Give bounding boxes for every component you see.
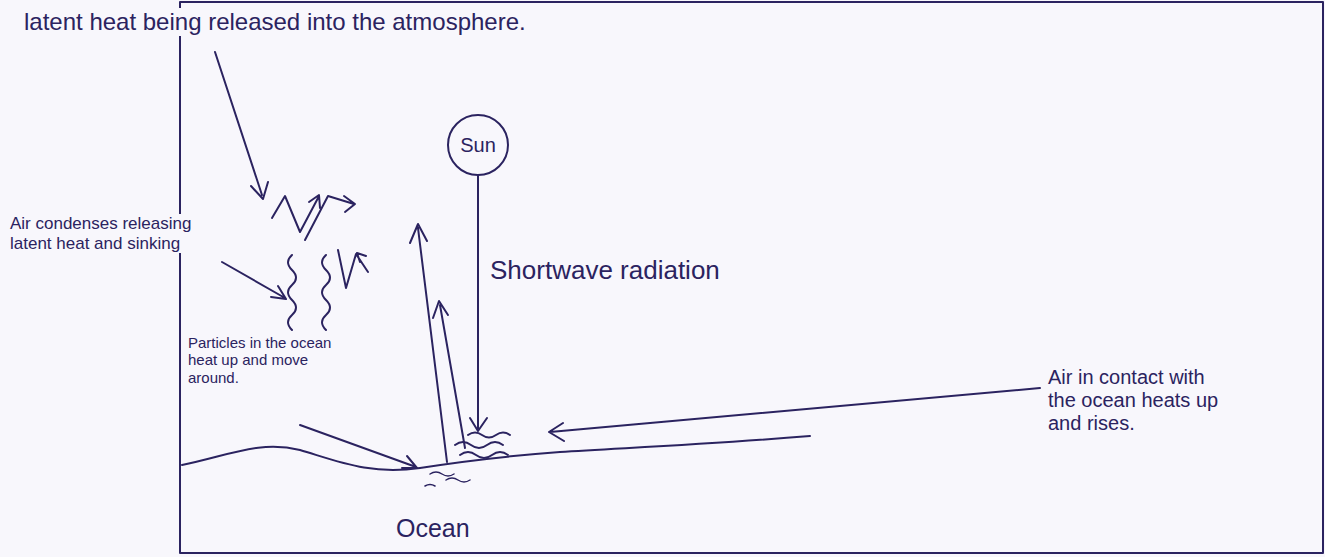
note-text: Particles in the ocean heat up and move …: [186, 334, 358, 386]
leader-line: [215, 52, 268, 199]
note-text: Air condenses releasing latent heat and …: [8, 214, 222, 253]
arrow-label: Shortwave radiation: [488, 256, 722, 286]
frame: [180, 2, 1323, 553]
leader-line: [549, 388, 1040, 441]
note-text: latent heat being released into the atmo…: [22, 8, 528, 36]
rising-arrow: [433, 301, 465, 448]
leader-line: [300, 425, 417, 468]
wavy-air: [322, 255, 330, 330]
radiation-arrow: [470, 176, 487, 431]
zigzag-arrow: [338, 250, 368, 288]
sun-circle: Sun: [446, 113, 510, 177]
water-ripples: [425, 472, 470, 486]
node-text: Sun: [460, 134, 496, 157]
zigzag-arrow: [305, 196, 355, 240]
rising-arrow: [410, 224, 447, 462]
leader-line: [222, 262, 286, 299]
region-label: Ocean: [394, 514, 472, 543]
note-text: Air in contact with the ocean heats up a…: [1046, 366, 1240, 435]
wavy-air: [288, 255, 296, 330]
